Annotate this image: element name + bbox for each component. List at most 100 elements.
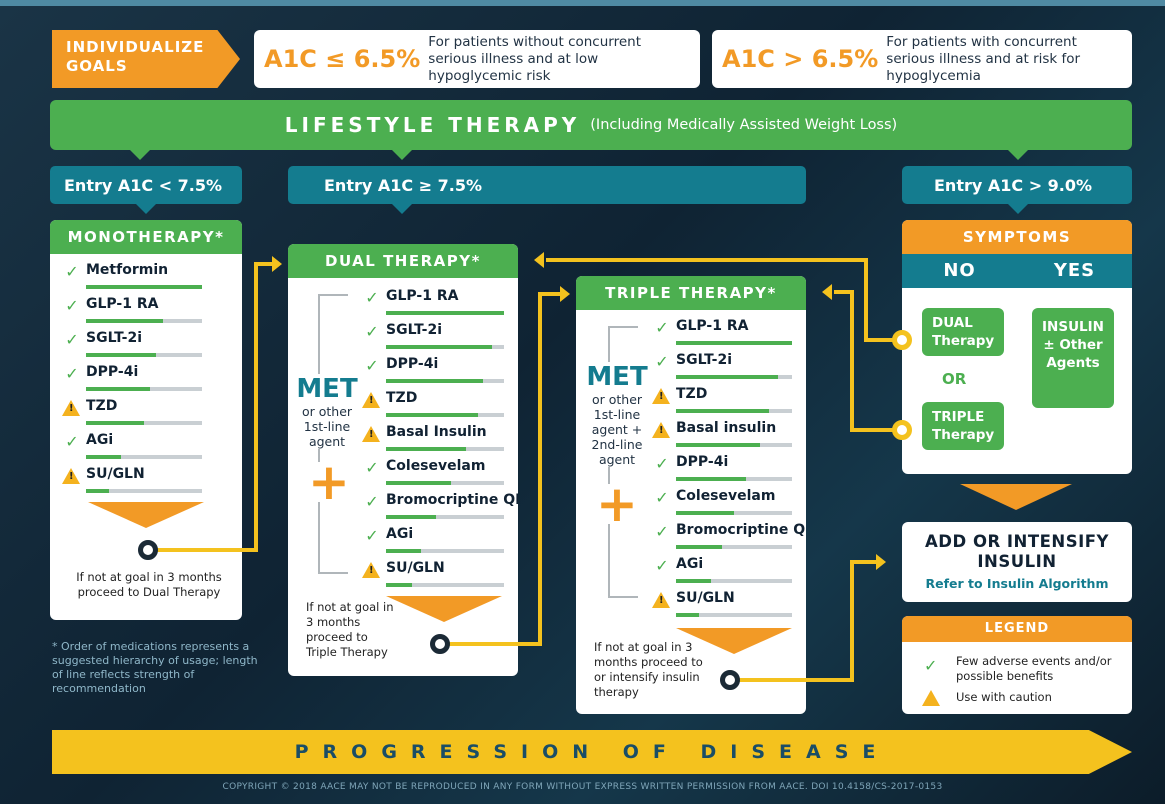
- dual-drug-name: GLP-1 RA: [386, 288, 459, 304]
- triple-drug-row: !TZD: [652, 386, 800, 418]
- strength-fill: [86, 489, 110, 493]
- entry-notch: [1008, 204, 1028, 214]
- triple-drug-row: ✓GLP-1 RA: [652, 318, 800, 350]
- goal-low-text: For patients without concurrent serious …: [428, 33, 642, 84]
- strength-line: [676, 409, 792, 413]
- goal-high-value: A1C > 6.5%: [722, 45, 879, 73]
- dual-drug-row: !SU/GLN: [362, 560, 512, 592]
- connector-line: [538, 292, 542, 646]
- connector-line: [254, 262, 274, 266]
- dual-plus-icon: +: [308, 453, 350, 511]
- triple-met: MET: [586, 362, 648, 392]
- check-icon: ✓: [365, 526, 379, 545]
- connector-line: [834, 290, 854, 294]
- monotherapy-drug-row: ✓SGLT-2i: [62, 330, 232, 362]
- connector-dot: [892, 420, 912, 440]
- triple-drug-name: DPP-4i: [676, 454, 729, 470]
- symptoms-insulin-option: INSULIN ± Other Agents: [1032, 308, 1114, 408]
- strength-fill: [86, 319, 163, 323]
- triple-drug-name: SU/GLN: [676, 590, 735, 606]
- individualize-goals-arrow: INDIVIDUALIZE GOALS: [52, 30, 240, 88]
- legend-warning-icon: [922, 690, 940, 706]
- dual-drug-row: ✓Colesevelam: [362, 458, 512, 490]
- entry-notch: [136, 204, 156, 214]
- lifestyle-therapy-bar: LIFESTYLE THERAPY (Including Medically A…: [50, 100, 1132, 150]
- strength-fill: [386, 413, 479, 417]
- connector-line: [538, 292, 562, 296]
- monotherapy-drug-row: !TZD: [62, 398, 232, 430]
- connector-arrowhead-icon: [822, 284, 832, 300]
- strength-line: [386, 413, 504, 417]
- dual-note: If not at goal in 3 months proceed to Tr…: [306, 600, 394, 659]
- lifestyle-notch: [130, 150, 150, 160]
- strength-fill: [676, 341, 792, 345]
- dual-drug-row: ✓Bromocriptine QR: [362, 492, 518, 524]
- top-accent-line: [0, 0, 1165, 6]
- check-icon: ✓: [655, 488, 669, 507]
- strength-fill: [386, 583, 412, 587]
- strength-fill: [676, 409, 769, 413]
- monotherapy-down-arrow: [88, 502, 204, 528]
- triple-therapy-title: TRIPLE THERAPY*: [576, 276, 806, 310]
- triple-drug-name: Basal insulin: [676, 420, 777, 436]
- strength-line: [86, 319, 202, 323]
- triple-drug-row: ✓Bromocriptine QR: [652, 522, 806, 554]
- warning-icon: !: [62, 468, 80, 484]
- dual-drug-name: TZD: [386, 390, 418, 406]
- connector-line: [864, 338, 910, 342]
- add-insulin-card: ADD OR INTENSIFY INSULIN Refer to Insuli…: [902, 522, 1132, 602]
- strength-fill: [676, 375, 779, 379]
- dual-drug-name: AGi: [386, 526, 414, 542]
- dual-drug-row: ✓GLP-1 RA: [362, 288, 512, 320]
- connector-arrowhead-icon: [560, 286, 570, 302]
- check-icon: ✓: [655, 352, 669, 371]
- monotherapy-title: MONOTHERAPY*: [50, 220, 242, 254]
- monotherapy-drug-name: Metformin: [86, 262, 169, 278]
- check-icon: ✓: [65, 432, 79, 451]
- dual-drug-list: ✓GLP-1 RA✓SGLT-2i✓DPP-4i!TZD!Basal Insul…: [362, 288, 518, 588]
- check-icon: ✓: [365, 492, 379, 511]
- strength-fill: [676, 613, 700, 617]
- triple-drug-row: ✓SGLT-2i: [652, 352, 800, 384]
- monotherapy-drug-name: DPP-4i: [86, 364, 139, 380]
- strength-line: [86, 285, 202, 289]
- strength-fill: [676, 443, 760, 447]
- triple-met-sub: or other 1st-line agent + 2nd-line agent: [591, 392, 643, 467]
- symptoms-yes-label: YES: [1053, 260, 1096, 281]
- connector-arrowhead-icon: [876, 554, 886, 570]
- entry-high-label: Entry A1C > 9.0%: [934, 175, 1093, 195]
- strength-fill: [86, 387, 150, 391]
- strength-line: [386, 379, 504, 383]
- connector-line: [728, 678, 852, 682]
- symptoms-yes-no-bar: NO YES: [902, 254, 1132, 288]
- triple-drug-name: AGi: [676, 556, 704, 572]
- legend-card: LEGEND ✓ Few adverse events and/or possi…: [902, 616, 1132, 714]
- triple-drug-name: Bromocriptine QR: [676, 522, 806, 538]
- monotherapy-drug-name: SGLT-2i: [86, 330, 143, 346]
- strength-line: [386, 515, 504, 519]
- strength-line: [386, 345, 504, 349]
- monotherapy-drug-list: ✓Metformin✓GLP-1 RA✓SGLT-2i✓DPP-4i!TZD✓A…: [62, 262, 232, 522]
- dual-drug-row: !Basal Insulin: [362, 424, 512, 456]
- entry-low-label: Entry A1C < 7.5%: [64, 175, 223, 195]
- entry-mid-label: Entry A1C ≥ 7.5%: [324, 175, 483, 195]
- triple-drug-row: ✓DPP-4i: [652, 454, 800, 486]
- warning-icon: !: [362, 562, 380, 578]
- check-icon: ✓: [65, 262, 79, 281]
- legend-check-icon: ✓: [924, 656, 938, 675]
- triple-drug-row: !Basal insulin: [652, 420, 800, 452]
- lifestyle-subtitle: (Including Medically Assisted Weight Los…: [590, 117, 898, 133]
- connector-dot: [138, 540, 158, 560]
- strength-line: [86, 353, 202, 357]
- strength-fill: [386, 311, 504, 315]
- strength-line: [86, 387, 202, 391]
- footnote-asterisk: *: [52, 640, 61, 653]
- strength-line: [86, 489, 202, 493]
- strength-line: [386, 311, 504, 315]
- legend-check-text: Few adverse events and/or possible benef…: [956, 654, 1112, 683]
- monotherapy-drug-row: ✓GLP-1 RA: [62, 296, 232, 328]
- strength-fill: [86, 285, 202, 289]
- connector-line: [850, 290, 854, 432]
- strength-line: [676, 579, 792, 583]
- symptoms-card: SYMPTOMS NO YES DUAL Therapy OR TRIPLE T…: [902, 220, 1132, 474]
